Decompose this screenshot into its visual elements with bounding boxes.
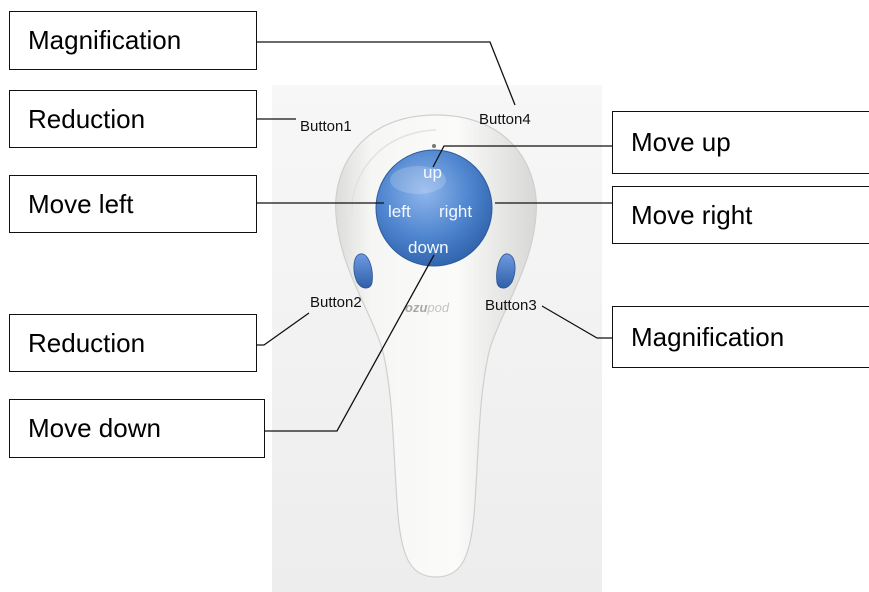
button3-side-button[interactable] [496, 253, 516, 289]
callout-move-up: Move up [612, 111, 869, 174]
leader-line-move-up [432, 145, 612, 168]
button2-side-button[interactable] [353, 253, 373, 289]
leader-line-move-down [265, 254, 435, 432]
device-label-button2: Button2 [310, 294, 362, 311]
callout-reduction-bottom: Reduction [9, 314, 257, 372]
callout-move-down: Move down [9, 399, 265, 458]
device-label-button1: Button1 [300, 118, 352, 135]
navigation-ball-highlight [390, 166, 446, 194]
device-label-button3: Button3 [485, 297, 537, 314]
ball-label-down: down [408, 238, 449, 257]
ball-label-up: up [423, 163, 442, 182]
leader-line-magnification-right [541, 305, 612, 339]
brand-logo: ozupod [405, 300, 450, 315]
device-label-button4: Button4 [479, 111, 531, 128]
callout-move-left: Move left [9, 175, 257, 233]
ball-label-left: left [388, 202, 411, 221]
callout-magnification-right: Magnification [612, 306, 869, 368]
navigation-ball[interactable] [375, 149, 493, 267]
remote-body-inner-edge [351, 129, 437, 215]
ball-label-right: right [439, 202, 472, 221]
callout-reduction-top: Reduction [9, 90, 257, 148]
leader-line-magnification-top [257, 41, 516, 106]
indicator-light [432, 144, 436, 148]
callout-magnification-top: Magnification [9, 11, 257, 70]
leader-lines [257, 41, 612, 432]
leader-line-reduction-bottom [257, 312, 310, 346]
callout-move-right: Move right [612, 186, 869, 244]
